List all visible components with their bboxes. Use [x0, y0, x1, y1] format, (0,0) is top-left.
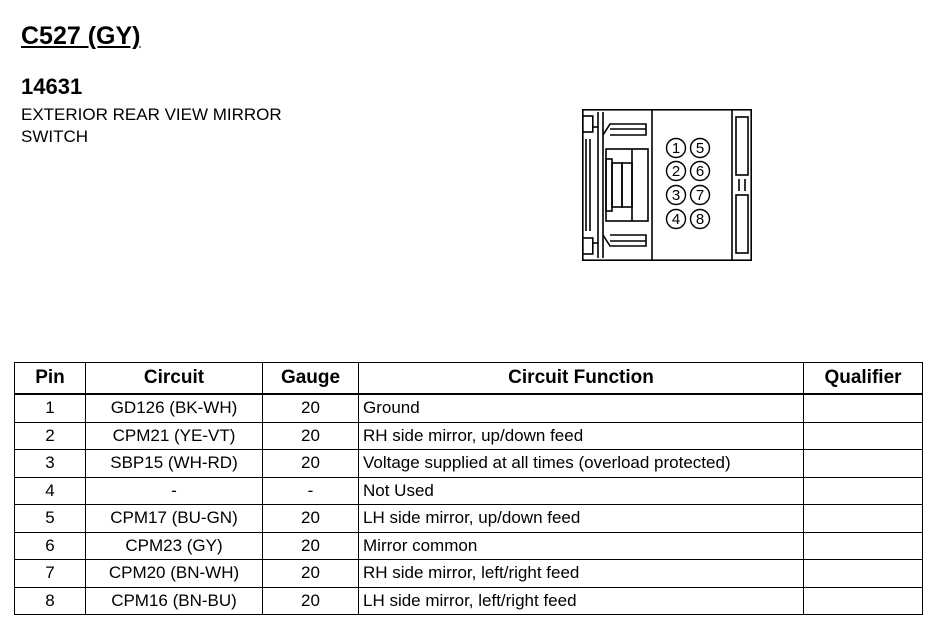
cell-qualifier — [803, 393, 923, 423]
cell-pin: 2 — [14, 421, 86, 450]
pin-cavity — [689, 208, 711, 230]
cell-function: Ground — [358, 393, 804, 423]
pin-number-label: 3 — [672, 187, 680, 204]
cell-gauge: 20 — [262, 421, 359, 450]
cell-function: Mirror common — [358, 531, 804, 560]
cell-circuit: CPM17 (BU-GN) — [85, 504, 263, 533]
pin-cavity — [665, 137, 687, 159]
cell-gauge: 20 — [262, 504, 359, 533]
pin-number-label: 7 — [696, 187, 704, 204]
pin-cavity — [665, 208, 687, 230]
pin-cavity — [689, 184, 711, 206]
cell-qualifier — [803, 531, 923, 560]
column-header: Qualifier — [803, 362, 923, 395]
pin-cavities: 1 2 3 4 5 6 7 8 — [665, 137, 711, 230]
cell-function: RH side mirror, up/down feed — [358, 421, 804, 450]
cell-circuit: - — [85, 476, 263, 505]
cell-qualifier — [803, 586, 923, 615]
cell-qualifier — [803, 559, 923, 588]
pin-number-label: 6 — [696, 163, 704, 180]
cell-circuit: CPM23 (GY) — [85, 531, 263, 560]
cell-pin: 1 — [14, 393, 86, 423]
pin-cavity — [689, 137, 711, 159]
column-header: Gauge — [262, 362, 359, 395]
cell-gauge: 20 — [262, 531, 359, 560]
connector-face-diagram: 1 2 3 4 5 6 7 8 — [582, 109, 752, 261]
cell-gauge: 20 — [262, 586, 359, 615]
cell-circuit: GD126 (BK-WH) — [85, 393, 263, 423]
cell-circuit: CPM21 (YE-VT) — [85, 421, 263, 450]
cell-function: Not Used — [358, 476, 804, 505]
cell-function: LH side mirror, up/down feed — [358, 504, 804, 533]
cell-qualifier — [803, 449, 923, 478]
cell-pin: 5 — [14, 504, 86, 533]
pin-number-label: 2 — [672, 163, 680, 180]
cell-circuit: SBP15 (WH-RD) — [85, 449, 263, 478]
pin-number-label: 8 — [696, 211, 704, 228]
cell-pin: 8 — [14, 586, 86, 615]
cell-qualifier — [803, 504, 923, 533]
cell-pin: 4 — [14, 476, 86, 505]
cell-gauge: - — [262, 476, 359, 505]
column-header: Circuit — [85, 362, 263, 395]
column-header: Circuit Function — [358, 362, 804, 395]
pin-cavity — [689, 160, 711, 182]
cell-circuit: CPM16 (BN-BU) — [85, 586, 263, 615]
cell-qualifier — [803, 476, 923, 505]
connector-id: C527 (GY) — [21, 22, 141, 50]
cell-function: Voltage supplied at all times (overload … — [358, 449, 804, 478]
pin-number-label: 5 — [696, 140, 704, 157]
cell-qualifier — [803, 421, 923, 450]
table-row: 4--Not Used — [14, 476, 923, 505]
cell-gauge: 20 — [262, 449, 359, 478]
pin-number-label: 1 — [672, 140, 680, 157]
pin-cavity — [665, 160, 687, 182]
pin-number-label: 4 — [672, 211, 680, 228]
locking-latch — [582, 112, 649, 258]
cell-function: RH side mirror, left/right feed — [358, 559, 804, 588]
cell-pin: 3 — [14, 449, 86, 478]
cell-circuit: CPM20 (BN-WH) — [85, 559, 263, 588]
component-name: EXTERIOR REAR VIEW MIRROR SWITCH — [21, 105, 282, 146]
pin-cavity — [665, 184, 687, 206]
cell-gauge: 20 — [262, 393, 359, 423]
cell-function: LH side mirror, left/right feed — [358, 586, 804, 615]
cell-pin: 6 — [14, 531, 86, 560]
part-number: 14631 — [21, 74, 83, 99]
cell-pin: 7 — [14, 559, 86, 588]
column-header: Pin — [14, 362, 86, 395]
connector-housing — [582, 109, 752, 261]
cell-gauge: 20 — [262, 559, 359, 588]
